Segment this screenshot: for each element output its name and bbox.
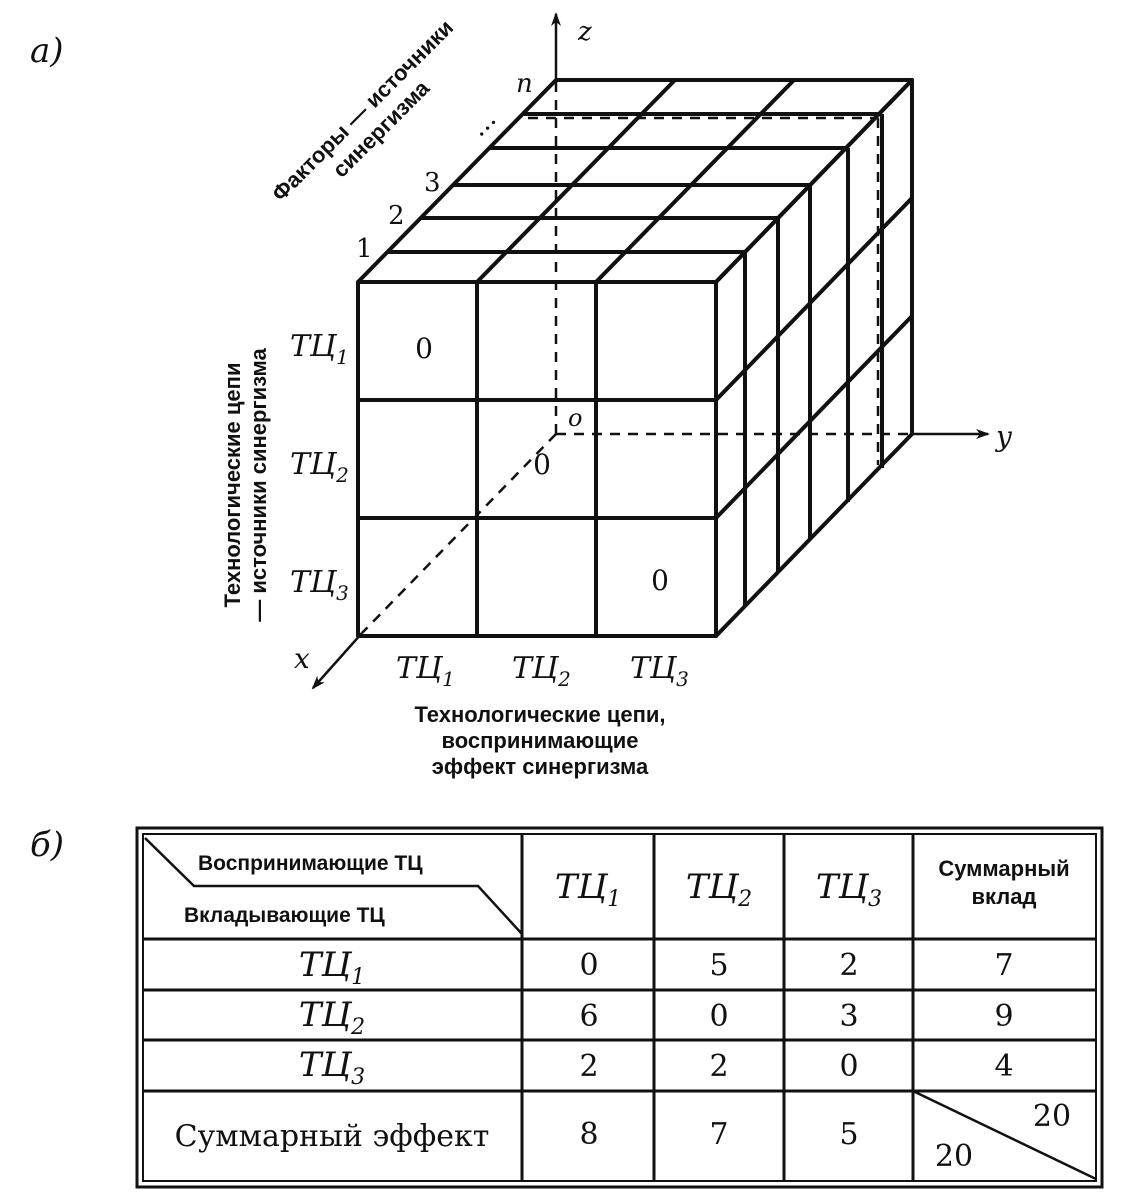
right-row-2 (714, 314, 914, 520)
cell-r1-c2: 5 (709, 948, 728, 983)
total-effect-label: Суммарный эффект (175, 1119, 490, 1154)
grand-total-diagonal (912, 1089, 1097, 1181)
col-chain-label-1: ТЦ1 (396, 651, 455, 691)
cell-r3-c1: 2 (579, 1049, 598, 1084)
grand-total-right: 20 (1033, 1099, 1071, 1134)
cell-r3-c3: 0 (839, 1049, 858, 1084)
table-col-header-1: ТЦ1 (555, 867, 621, 912)
x-axis-label: x (294, 642, 310, 675)
total-contribution-header-line2: вклад (972, 884, 1037, 909)
diagonal-value-3: 0 (651, 564, 669, 597)
effect-c3: 5 (839, 1117, 858, 1152)
cell-r1-c3: 2 (839, 948, 858, 983)
table-inner-frame (142, 833, 1097, 1182)
table-outer-frame (135, 826, 1104, 1189)
col-chain-label-2: ТЦ2 (512, 651, 571, 691)
cell-r2-c3: 3 (839, 999, 858, 1034)
cell-r3-total: 4 (994, 1049, 1013, 1084)
depth-label-3: 3 (424, 168, 441, 198)
header-receiving-chains: Воспринимающие ТЦ (198, 852, 423, 875)
row-chain-label-2: ТЦ2 (290, 447, 349, 487)
top-col-2 (594, 78, 796, 284)
cell-r2-c2: 0 (709, 999, 728, 1034)
total-contribution-header-line1: Суммарный (938, 856, 1069, 881)
origin-label: o (568, 404, 582, 432)
table-row-header-2: ТЦ2 (299, 995, 365, 1040)
effect-c2: 7 (709, 1117, 728, 1152)
row-axis-title-line2: — источники синергизма (246, 347, 271, 621)
col-chain-labels: ТЦ1 ТЦ2 ТЦ3 (396, 651, 689, 691)
depth-label-2: 2 (388, 201, 405, 231)
table-row-header-3: ТЦ3 (299, 1045, 365, 1090)
col-axis-title-line3: эффект синергизма (432, 754, 649, 779)
cell-r3-c2: 2 (709, 1049, 728, 1084)
cell-r1-c1: 0 (579, 948, 598, 983)
diagonal-value-2: 0 (533, 448, 551, 481)
row-chain-labels: ТЦ1 ТЦ2 ТЦ3 (290, 329, 349, 605)
cell-r1-total: 7 (994, 948, 1013, 983)
cube (311, 12, 990, 690)
col-axis-title-line2: воспринимающие (441, 728, 638, 753)
col-axis-title-line1: Технологические цепи, (414, 702, 665, 727)
header-contributing-chains: Вкладывающие ТЦ (184, 904, 385, 927)
x-axis-hidden (361, 433, 557, 634)
col-axis-title: Технологические цепи, воспринимающие эфф… (414, 702, 665, 779)
depth-label-1: 1 (356, 234, 373, 264)
depth-label-n: n (516, 69, 533, 99)
top-col-1 (475, 78, 677, 284)
table-col-header-2: ТЦ2 (686, 867, 752, 912)
hidden-axes (361, 88, 912, 634)
row-axis-title: Технологические цепи — источники синерги… (220, 347, 271, 621)
cell-r2-total: 9 (994, 999, 1013, 1034)
row-chain-label-3: ТЦ3 (290, 565, 349, 605)
header-split-line (144, 837, 523, 935)
table-row-header-1: ТЦ1 (299, 945, 365, 990)
col-chain-label-3: ТЦ3 (630, 651, 689, 691)
effect-c1: 8 (579, 1117, 598, 1152)
z-axis-label: z (577, 17, 592, 47)
grand-total-left: 20 (935, 1139, 973, 1174)
right-row-1 (714, 196, 914, 402)
row-chain-label-1: ТЦ1 (290, 329, 349, 369)
cell-r2-c1: 6 (579, 999, 598, 1034)
x-axis (311, 632, 363, 690)
y-axis-label: y (994, 420, 1013, 453)
diagonal-value-1: 0 (415, 332, 433, 365)
depth-label-ellipsis: ... (463, 104, 502, 143)
row-axis-title-line1: Технологические цепи (220, 363, 245, 608)
matrix-table (135, 826, 1104, 1189)
part-b-label: б) (30, 825, 64, 865)
part-a-label: a) (30, 31, 64, 71)
table-col-header-3: ТЦ3 (816, 867, 882, 912)
